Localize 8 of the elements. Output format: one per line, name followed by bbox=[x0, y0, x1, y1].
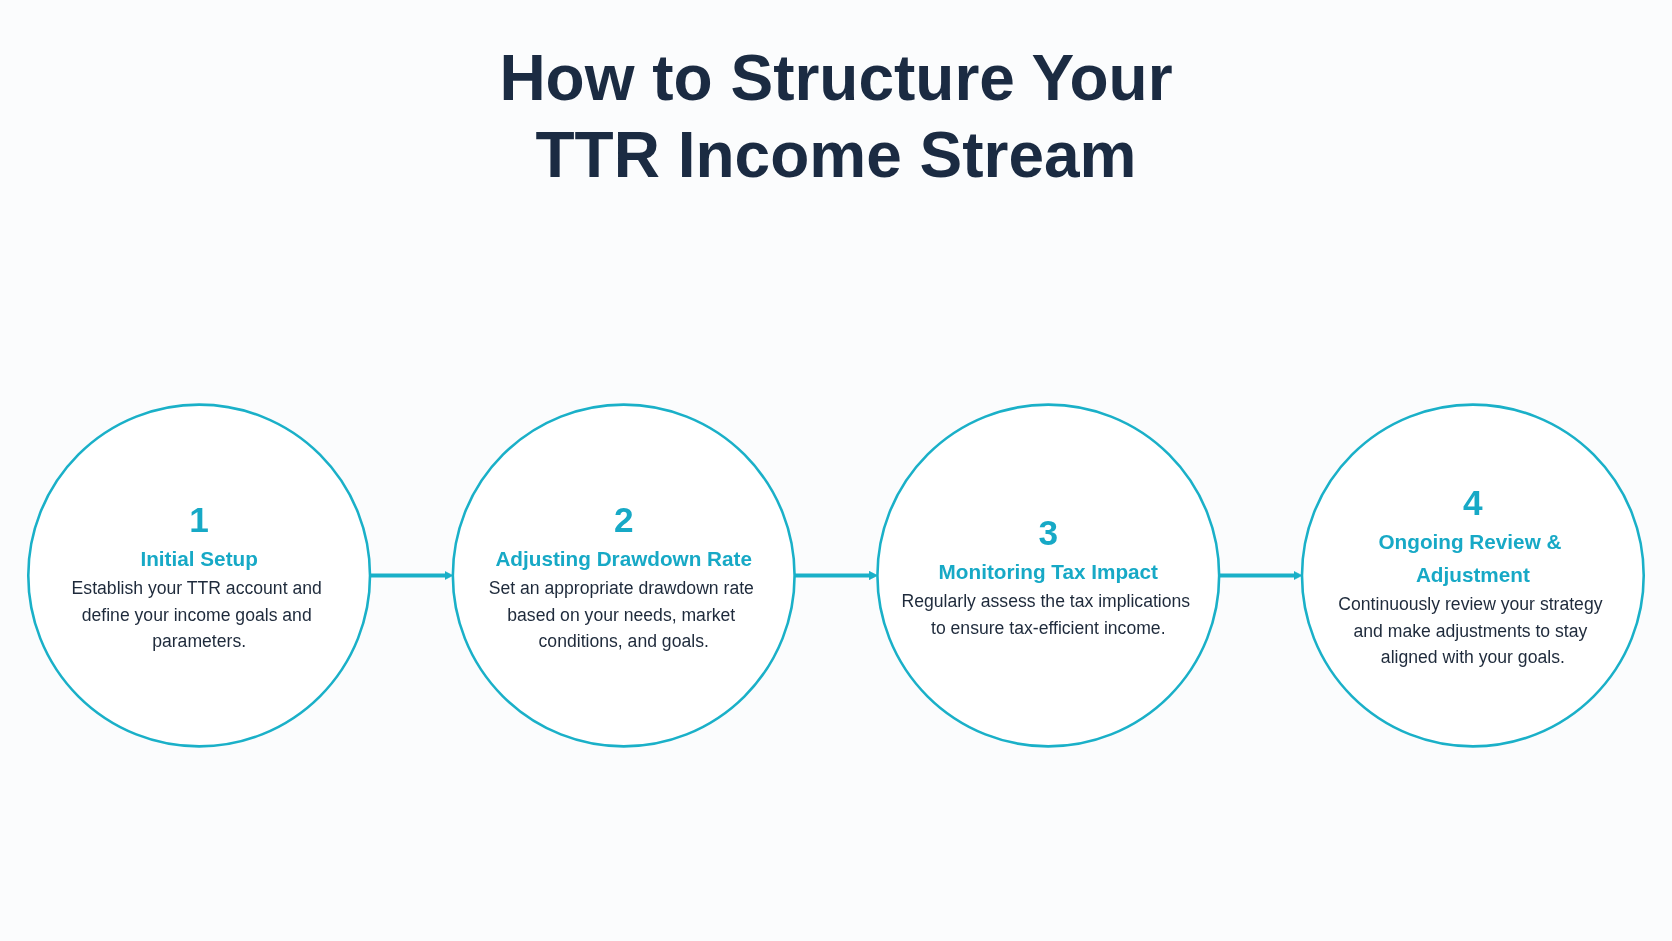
node-circle: 3 Monitoring Tax Impact Regularly assess the tax implications to ensure tax-efficient income. bbox=[876, 403, 1221, 748]
arrow bbox=[370, 570, 454, 581]
title: How to Structure Your TTR Income Stream bbox=[498, 41, 1174, 193]
node-circle: 4 Ongoing Review & Adjustment Continuously review your strategy and make adjustments to stay aligned with your goals. bbox=[1300, 403, 1645, 748]
node-circle: 1 Initial Setup Establish your TTR account and define your income goals and parameters. bbox=[27, 403, 372, 748]
node-circle: 2 Adjusting Drawdown Rate Set an appropriate drawdown rate based on your needs, market conditions, and goals. bbox=[451, 403, 796, 748]
arrow bbox=[794, 570, 878, 581]
arrow bbox=[1219, 570, 1303, 581]
